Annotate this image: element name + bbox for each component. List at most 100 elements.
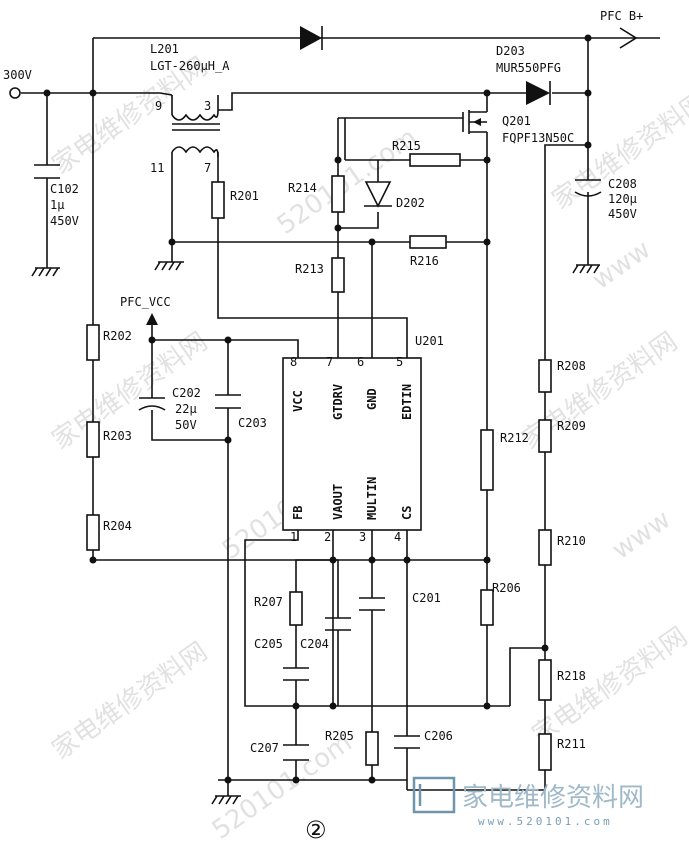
resistor-r212-icon [480,429,494,491]
coil-pin-7: 7 [204,161,211,175]
q201-value: FQPF13N50C [502,131,574,145]
c202-value2: 50V [175,418,197,432]
resistor-r214-icon [331,175,345,213]
capacitor-c206-icon [394,735,420,749]
r202-label: R202 [103,329,132,343]
resistor-r216-icon [409,235,447,249]
c205-label: C205 [254,637,283,651]
bypass-diode-icon [300,26,323,50]
resistor-r215-icon [409,153,461,167]
c202-label: C202 [172,386,201,400]
labels: PFC B+ 300V L201 LGT-260μH_A D203 MUR550… [3,9,643,844]
pfc-vcc-label: PFC_VCC [120,295,171,309]
c102-value1: 1μ [50,198,64,212]
coil-pin-3: 3 [204,99,211,113]
ic-pin-2: 2 [324,530,331,544]
d203-value: MUR550PFG [496,61,561,75]
c204-label: C204 [300,637,329,651]
d202-label: D202 [396,196,425,210]
capacitor-c102-icon [34,164,60,179]
c202-value1: 22μ [175,402,197,416]
pfc-b-label: PFC B+ [600,9,643,23]
capacitor-c205-icon [283,667,309,681]
r215-label: R215 [392,139,421,153]
ic-pin-name-vcc: VCC [291,390,305,412]
coil-pin-9: 9 [155,99,162,113]
watermark-cn: 家电维修资料网 [47,637,213,766]
ic-pin-name-fb: FB [291,506,305,520]
resistor-r204-icon [86,514,100,551]
resistor-r203-icon [86,421,100,458]
r205-label: R205 [325,729,354,743]
resistor-r205-icon [365,731,379,766]
ic-pin-name-multin: MULTIN [365,477,379,520]
c102-value2: 450V [50,214,79,228]
r204-label: R204 [103,519,132,533]
ic-pin-7: 7 [326,355,333,369]
resistor-r201-icon [211,181,225,219]
ground-icon [31,242,600,805]
c208-label: C208 [608,177,637,191]
r207-label: R207 [254,595,283,609]
input-terminal-icon [9,87,21,99]
c207-label: C207 [250,741,279,755]
capacitor-c204-icon [325,617,351,631]
ic-pin-name-cs: CS [400,506,414,520]
c208-value1: 120μ [608,192,637,206]
resistor-r206-icon [480,589,494,626]
r212-label: R212 [500,431,529,445]
capacitor-c203-icon [215,394,241,409]
capacitor-c207-icon [283,744,309,761]
c208-value2: 450V [608,207,637,221]
ic-pin-name-vaout: VAOUT [331,484,345,520]
ic-pin-4: 4 [394,530,401,544]
watermark-www: www [607,505,676,566]
ic-pin-5: 5 [396,355,403,369]
d203-label: D203 [496,44,525,58]
ic-pin-8: 8 [290,355,297,369]
ic-pin-name-gnd: GND [365,388,379,410]
diode-d202-icon [364,181,392,208]
r213-label: R213 [295,262,324,276]
ic-pin-3: 3 [359,530,366,544]
r216-label: R216 [410,254,439,268]
ic-pin-name-edtin: EDTIN [400,384,414,420]
c102-label: C102 [50,182,79,196]
inductor-l201-icon [171,109,220,165]
l201-label: L201 [150,42,179,56]
r208-label: R208 [557,359,586,373]
capacitor-c208-icon [574,179,602,198]
coil-pin-11: 11 [150,161,164,175]
r211-label: R211 [557,737,586,751]
c201-label: C201 [412,591,441,605]
ic-pin-name-gtdrv: GTDRV [331,384,345,420]
figure-number: ② [305,816,327,844]
ic-pin-1: 1 [290,530,297,544]
resistor-r210-icon [538,529,552,566]
junction-dots [43,34,592,784]
logo-text-url: www.520101.com [478,815,613,828]
q201-label: Q201 [502,114,531,128]
capacitor-c201-icon [359,597,385,611]
r206-label: R206 [492,581,521,595]
resistor-r211-icon [538,733,552,771]
resistor-r208-icon [538,359,552,393]
r203-label: R203 [103,429,132,443]
r210-label: R210 [557,534,586,548]
resistor-r213-icon [331,257,345,293]
u201-label: U201 [415,334,444,348]
logo-mark-icon [412,776,456,814]
input-300v-label: 300V [3,68,32,82]
resistor-r207-icon [289,591,303,626]
r209-label: R209 [557,419,586,433]
c203-label: C203 [238,416,267,430]
diode-d203-icon [526,81,551,105]
watermark-site: 520101.com [207,728,358,846]
capacitor-c202-icon [138,388,166,411]
r201-label: R201 [230,189,259,203]
c206-label: C206 [424,729,453,743]
pfc-vcc-arrow-icon [146,313,158,325]
ic-pin-6: 6 [357,355,364,369]
mosfet-q201-icon [462,110,487,134]
